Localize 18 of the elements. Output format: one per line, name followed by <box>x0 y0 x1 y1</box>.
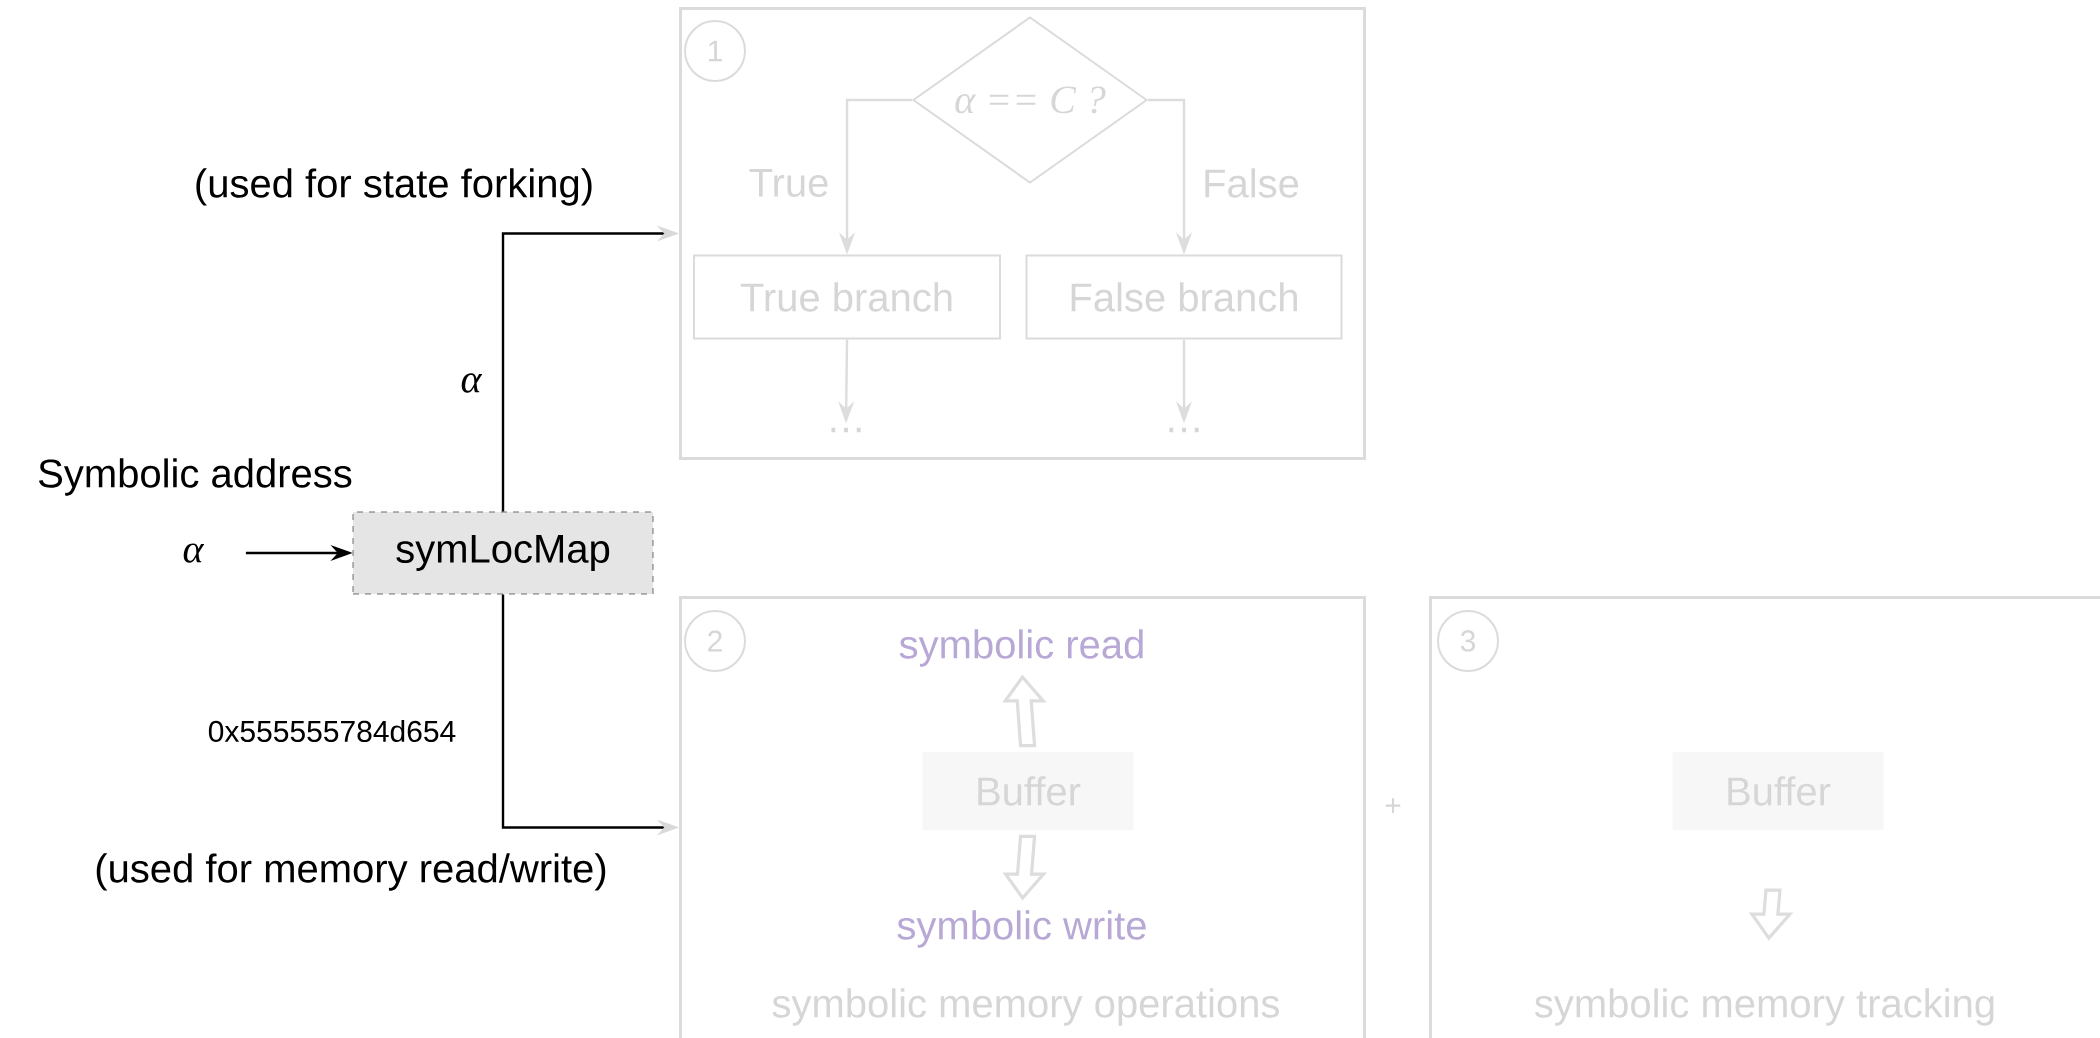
annotation-text: Symbolic address <box>39 458 352 496</box>
operation-text: symbolic write <box>897 910 1146 948</box>
plus-sign: + <box>1385 798 1401 813</box>
map-box: symLocMap <box>352 511 654 595</box>
edge-label: 0x555555784d654 <box>205 718 459 744</box>
panel-frame <box>679 7 1366 460</box>
hollow-arrow <box>1002 834 1048 901</box>
panel-frame <box>1429 596 2100 1038</box>
edge-label: α <box>458 371 484 395</box>
hollow-arrow <box>1002 674 1047 748</box>
hollow-arrow <box>1748 888 1794 941</box>
operation-text: symbolic read <box>899 629 1143 667</box>
panel-frame <box>679 596 1366 1038</box>
annotation-text: (used for memory read/write) <box>96 853 606 891</box>
ellipsis-text: … <box>831 427 861 433</box>
annotation-text: (used for state forking) <box>196 168 592 206</box>
input-symbol: α <box>183 543 205 563</box>
ellipsis-text: … <box>1169 427 1199 433</box>
